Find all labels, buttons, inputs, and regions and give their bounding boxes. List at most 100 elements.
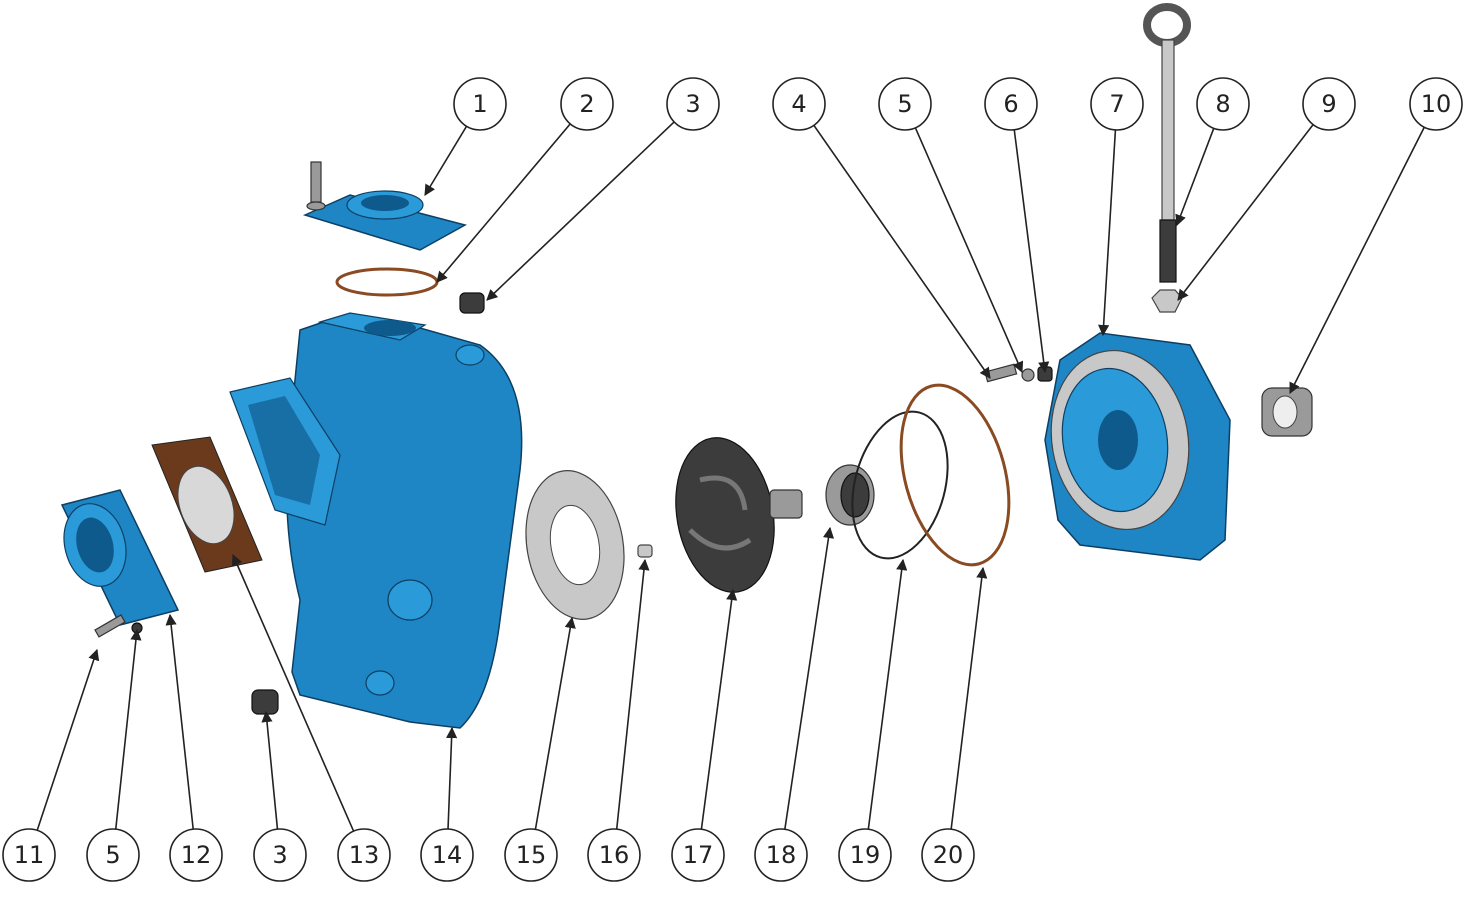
callout-number: 15 [516, 841, 547, 869]
balloon-circle [772, 77, 826, 131]
callout-balloon-3: 3 [253, 828, 307, 882]
callout-balloon-16: 16 [587, 828, 641, 882]
callout-number: 17 [683, 841, 714, 869]
callout-balloon-12: 12 [169, 828, 223, 882]
balloon-circle [253, 828, 307, 882]
callout-number: 1 [472, 90, 487, 118]
part-discharge-flange [60, 489, 180, 638]
leader-line-20 [950, 566, 988, 830]
callout-balloon-2: 2 [560, 77, 614, 131]
callout-number: 18 [766, 841, 797, 869]
part-backplate-gasket [899, 383, 1011, 567]
leader-line-7 [1098, 129, 1117, 337]
callout-number: 4 [791, 90, 806, 118]
balloon-circle [984, 77, 1038, 131]
balloon-circle [1090, 77, 1144, 131]
part-drain-plug [251, 689, 279, 715]
leader-line-14 [446, 726, 458, 830]
leader-line-3 [261, 710, 279, 830]
balloon-circle [587, 828, 641, 882]
leader-line-19 [867, 558, 908, 830]
leader-line-18 [784, 526, 835, 830]
callout-number: 3 [685, 90, 700, 118]
callout-number: 5 [897, 90, 912, 118]
leader-line-4 [813, 124, 991, 379]
leader-line-15 [534, 616, 576, 830]
balloon-circle [1196, 77, 1250, 131]
callout-balloon-15: 15 [504, 828, 558, 882]
balloon-circle [1302, 77, 1356, 131]
callout-number: 6 [1003, 90, 1018, 118]
leader-line-17 [700, 588, 738, 830]
balloon-circle [671, 828, 725, 882]
balloon-circle [420, 828, 474, 882]
callout-balloon-3: 3 [666, 77, 720, 131]
part-nut [1151, 289, 1183, 313]
callout-number: 12 [181, 841, 212, 869]
part-o-ring [335, 267, 439, 297]
callout-balloon-10: 10 [1409, 77, 1463, 131]
part-eye-bolt [1143, 3, 1191, 283]
callout-balloon-5: 5 [878, 77, 932, 131]
leader-line-3 [486, 121, 675, 301]
leader-line-10 [1289, 126, 1425, 394]
part-backplate [1044, 332, 1231, 561]
callout-number: 11 [14, 841, 45, 869]
balloon-circle [921, 828, 975, 882]
leader-line-11 [36, 648, 100, 831]
callout-balloon-1: 1 [453, 77, 507, 131]
leader-line-6 [1013, 129, 1050, 374]
part-mechanical-seal [825, 464, 875, 526]
leader-line-12 [165, 613, 194, 830]
leader-line-8 [1175, 128, 1215, 227]
callout-number: 2 [579, 90, 594, 118]
balloon-circle [560, 77, 614, 131]
balloon-circle [1409, 77, 1463, 131]
part-gasket [151, 436, 263, 573]
callout-balloon-17: 17 [671, 828, 725, 882]
leader-line-5 [114, 628, 142, 830]
pump-parts [60, 3, 1313, 729]
balloon-circle [453, 77, 507, 131]
balloon-circle [666, 77, 720, 131]
callout-balloon-5: 5 [86, 828, 140, 882]
callout-balloon-13: 13 [337, 828, 391, 882]
callout-balloon-4: 4 [772, 77, 826, 131]
balloon-circle [754, 828, 808, 882]
part-pump-casing [229, 312, 523, 729]
balloon-circle [2, 828, 56, 882]
callout-balloon-7: 7 [1090, 77, 1144, 131]
callout-balloon-8: 8 [1196, 77, 1250, 131]
balloon-circle [838, 828, 892, 882]
part-bolt-washer-nut [984, 363, 1053, 383]
leader-line-16 [615, 558, 650, 830]
callout-number: 3 [272, 841, 287, 869]
part-impeller [675, 437, 803, 593]
callout-balloon-18: 18 [754, 828, 808, 882]
callout-number: 20 [933, 841, 964, 869]
callout-number: 7 [1109, 90, 1124, 118]
callout-balloon-14: 14 [420, 828, 474, 882]
part-shaft-clamp [1261, 387, 1313, 437]
leader-line-9 [1177, 124, 1314, 301]
leader-line-13 [231, 553, 355, 832]
callout-number: 14 [432, 841, 463, 869]
part-wear-plate [525, 470, 625, 620]
balloon-circle [169, 828, 223, 882]
balloon-circle [878, 77, 932, 131]
leader-line-5 [914, 127, 1024, 374]
balloon-circle [504, 828, 558, 882]
part-plug [459, 292, 485, 314]
top-callouts: 1 2 3 4 5 6 7 8 9 10 [424, 77, 1463, 394]
leader-line-2 [436, 123, 571, 283]
part-screw [637, 544, 653, 558]
callout-number: 13 [349, 841, 380, 869]
callout-balloon-9: 9 [1302, 77, 1356, 131]
part-large-o-ring [851, 410, 949, 560]
callout-number: 16 [599, 841, 630, 869]
callout-balloon-20: 20 [921, 828, 975, 882]
balloon-circle [86, 828, 140, 882]
callout-number: 9 [1321, 90, 1336, 118]
